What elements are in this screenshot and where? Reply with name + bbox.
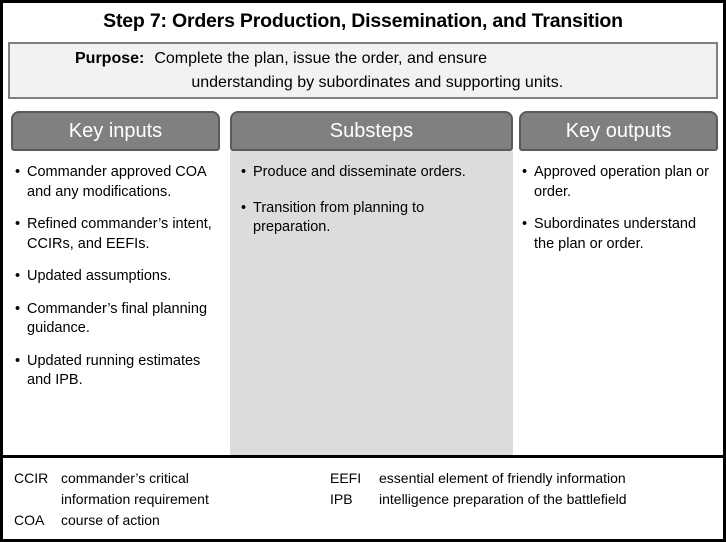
bullet-icon: • <box>15 216 21 232</box>
legend-abbreviation: EEFI <box>330 470 362 486</box>
substeps-list: • Produce and disseminate orders. • Tran… <box>241 163 503 254</box>
legend-row: EEFI essential element of friendly infor… <box>330 468 627 489</box>
list-item: • Commander approved COA and any modific… <box>15 163 220 202</box>
page-title: Step 7: Orders Production, Dissemination… <box>103 10 623 32</box>
bullet-icon: • <box>241 199 247 216</box>
bullet-icon: • <box>15 268 21 284</box>
column-header-substeps: Substeps <box>230 111 513 151</box>
list-item: • Commander’s final planning guidance. <box>15 300 220 339</box>
list-item-text: Updated assumptions. <box>27 268 172 284</box>
list-item-text: Refined commander’s intent, CCIRs, and E… <box>27 216 212 252</box>
list-item: • Updated assumptions. <box>15 267 220 287</box>
list-item-text: Commander approved COA and any modificat… <box>27 164 206 200</box>
purpose-label: Purpose: <box>75 50 145 67</box>
purpose-inner: Purpose: Complete the plan, issue the or… <box>10 46 563 95</box>
list-item-text: Commander’s final planning guidance. <box>27 300 208 337</box>
legend-column-left: CCIR commander’s critical information re… <box>14 468 209 531</box>
substeps-shaded-band <box>230 151 513 455</box>
key-outputs-list: • Approved operation plan or order. • Su… <box>522 163 718 267</box>
list-item-text: Transition from planning to preparation. <box>253 199 425 236</box>
legend-abbreviation: CCIR <box>14 470 49 486</box>
purpose-box: Purpose: Complete the plan, issue the or… <box>8 42 718 99</box>
purpose-line-2: understanding by subordinates and suppor… <box>191 74 564 91</box>
legend-definition: intelligence preparation of the battlefi… <box>379 491 627 507</box>
legend-definition: essential element of friendly informatio… <box>379 470 626 486</box>
list-item-text: Subordinates understand the plan or orde… <box>534 216 697 252</box>
bullet-icon: • <box>241 164 247 180</box>
bullet-icon: • <box>522 216 528 232</box>
purpose-line-1: Complete the plan, issue the order, and … <box>154 50 487 67</box>
key-inputs-list: • Commander approved COA and any modific… <box>15 163 220 404</box>
column-header-key-outputs: Key outputs <box>519 111 718 151</box>
legend-divider <box>3 455 723 458</box>
list-item: • Subordinates understand the plan or or… <box>522 215 718 254</box>
legend-column-right: EEFI essential element of friendly infor… <box>330 468 627 510</box>
list-item-text: Produce and disseminate orders. <box>253 164 466 180</box>
bullet-icon: • <box>15 300 21 317</box>
bullet-icon: • <box>15 352 21 369</box>
bullet-icon: • <box>522 164 528 180</box>
legend-definition: course of action <box>61 512 160 528</box>
list-item: • Approved operation plan or order. <box>522 163 718 202</box>
column-header-label: Key outputs <box>565 119 672 142</box>
list-item: • Updated running estimates and IPB. <box>15 352 220 391</box>
legend-row: COA course of action <box>14 510 209 531</box>
legend-row: CCIR commander’s critical <box>14 468 209 489</box>
legend-definition: commander’s critical <box>61 470 189 486</box>
bullet-icon: • <box>15 164 21 180</box>
legend-row: IPB intelligence preparation of the batt… <box>330 489 627 510</box>
list-item-text: Approved operation plan or order. <box>534 164 709 200</box>
list-item-text: Updated running estimates and IPB. <box>27 352 201 389</box>
list-item: • Transition from planning to preparatio… <box>241 199 503 238</box>
purpose-text: Complete the plan, issue the order, and … <box>154 47 563 95</box>
diagram-title-bar: Step 7: Orders Production, Dissemination… <box>3 3 723 40</box>
abbreviation-legend: CCIR commander’s critical information re… <box>3 458 723 539</box>
list-item: • Produce and disseminate orders. <box>241 163 503 183</box>
legend-abbreviation: IPB <box>330 491 353 507</box>
column-header-key-inputs: Key inputs <box>11 111 220 151</box>
legend-definition-continued: information requirement <box>61 491 209 507</box>
column-header-label: Key inputs <box>68 119 163 142</box>
column-header-label: Substeps <box>329 119 414 142</box>
legend-abbreviation: COA <box>14 512 45 528</box>
list-item: • Refined commander’s intent, CCIRs, and… <box>15 215 220 254</box>
